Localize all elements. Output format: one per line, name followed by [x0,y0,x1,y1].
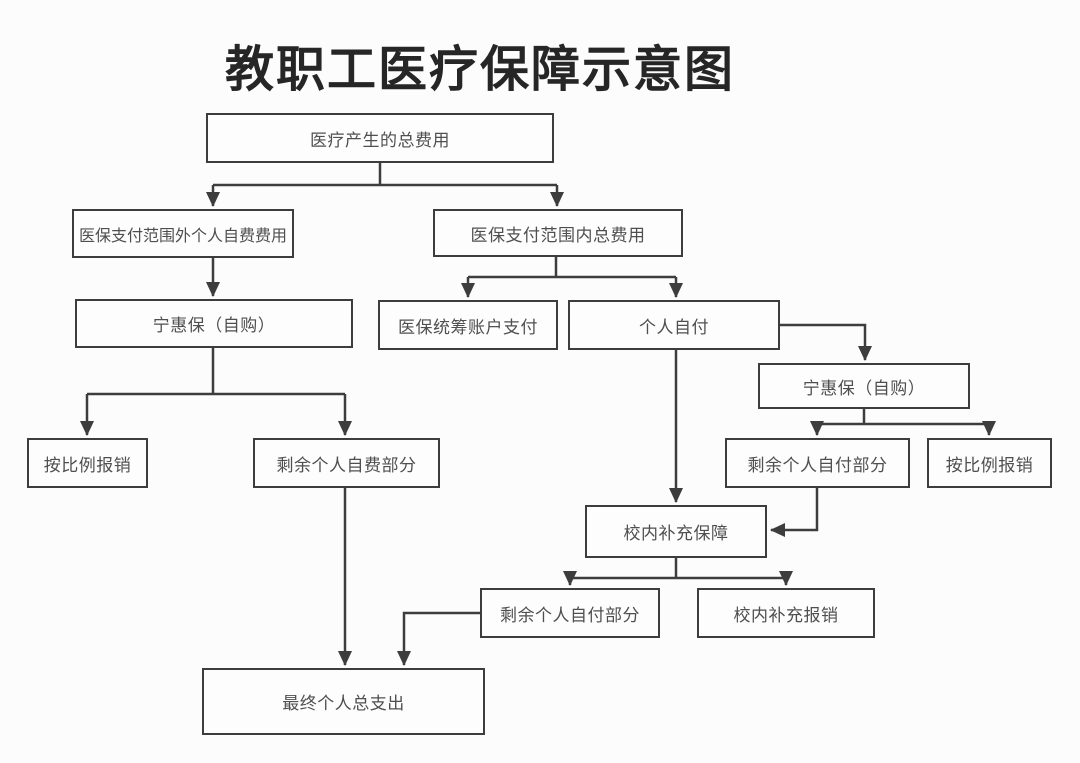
diagram-title: 教职工医疗保障示意图 [224,43,735,97]
node-remaining-self-pay-lower: 剩余个人自付部分 [480,588,660,638]
node-label: 剩余个人自付部分 [500,605,640,625]
connector-nhbleft-split [87,348,345,396]
connector-rempayup-campus [770,488,819,537]
node-label: 按比例报销 [945,455,1034,475]
connector-inside-split [468,257,676,279]
node-label: 医保支付范围内总费用 [470,225,646,245]
connector-selfpay-nhbright [780,323,872,361]
node-proportional-reimburse-left: 按比例报销 [27,438,148,488]
node-label: 宁惠保（自购） [152,316,276,335]
connector-nhbright-split [817,409,989,426]
node-pooled-account-pay: 医保统筹账户支付 [378,300,558,350]
node-remaining-self-pay-upper: 剩余个人自付部分 [725,438,910,488]
node-label: 剩余个人自付部分 [747,455,888,475]
node-proportional-reimburse-right: 按比例报销 [927,438,1052,488]
node-label: 医疗产生的总费用 [310,130,450,150]
node-label: 最终个人总支出 [282,694,405,713]
connector-campus-split [570,558,786,580]
node-campus-supplement-security: 校内补充保障 [585,505,767,558]
node-outside-scope-self-fee: 医保支付范围外个人自费费用 [72,209,294,258]
node-ninghuibao-right: 宁惠保（自购） [758,363,970,409]
node-ninghuibao-left: 宁惠保（自购） [75,299,353,348]
node-label: 医保统筹账户支付 [398,317,538,337]
node-total-medical-cost: 医疗产生的总费用 [206,113,554,163]
node-inside-scope-total: 医保支付范围内总费用 [433,209,683,257]
node-label: 宁惠保（自购） [802,378,926,398]
node-label: 剩余个人自费部分 [276,455,417,475]
node-final-personal-total: 最终个人总支出 [202,668,485,735]
node-label: 个人自付 [639,317,709,337]
connector-total-split [213,162,557,187]
node-remaining-self-fee: 剩余个人自费部分 [253,438,440,488]
node-label: 校内补充保障 [623,524,729,543]
node-label: 医保支付范围外个人自费费用 [78,227,287,245]
connector-rempaylow-final [397,611,480,666]
node-personal-self-pay: 个人自付 [568,300,780,350]
node-label: 按比例报销 [43,455,132,475]
node-campus-supplement-reimburse: 校内补充报销 [697,588,875,638]
node-label: 校内补充报销 [733,605,839,625]
